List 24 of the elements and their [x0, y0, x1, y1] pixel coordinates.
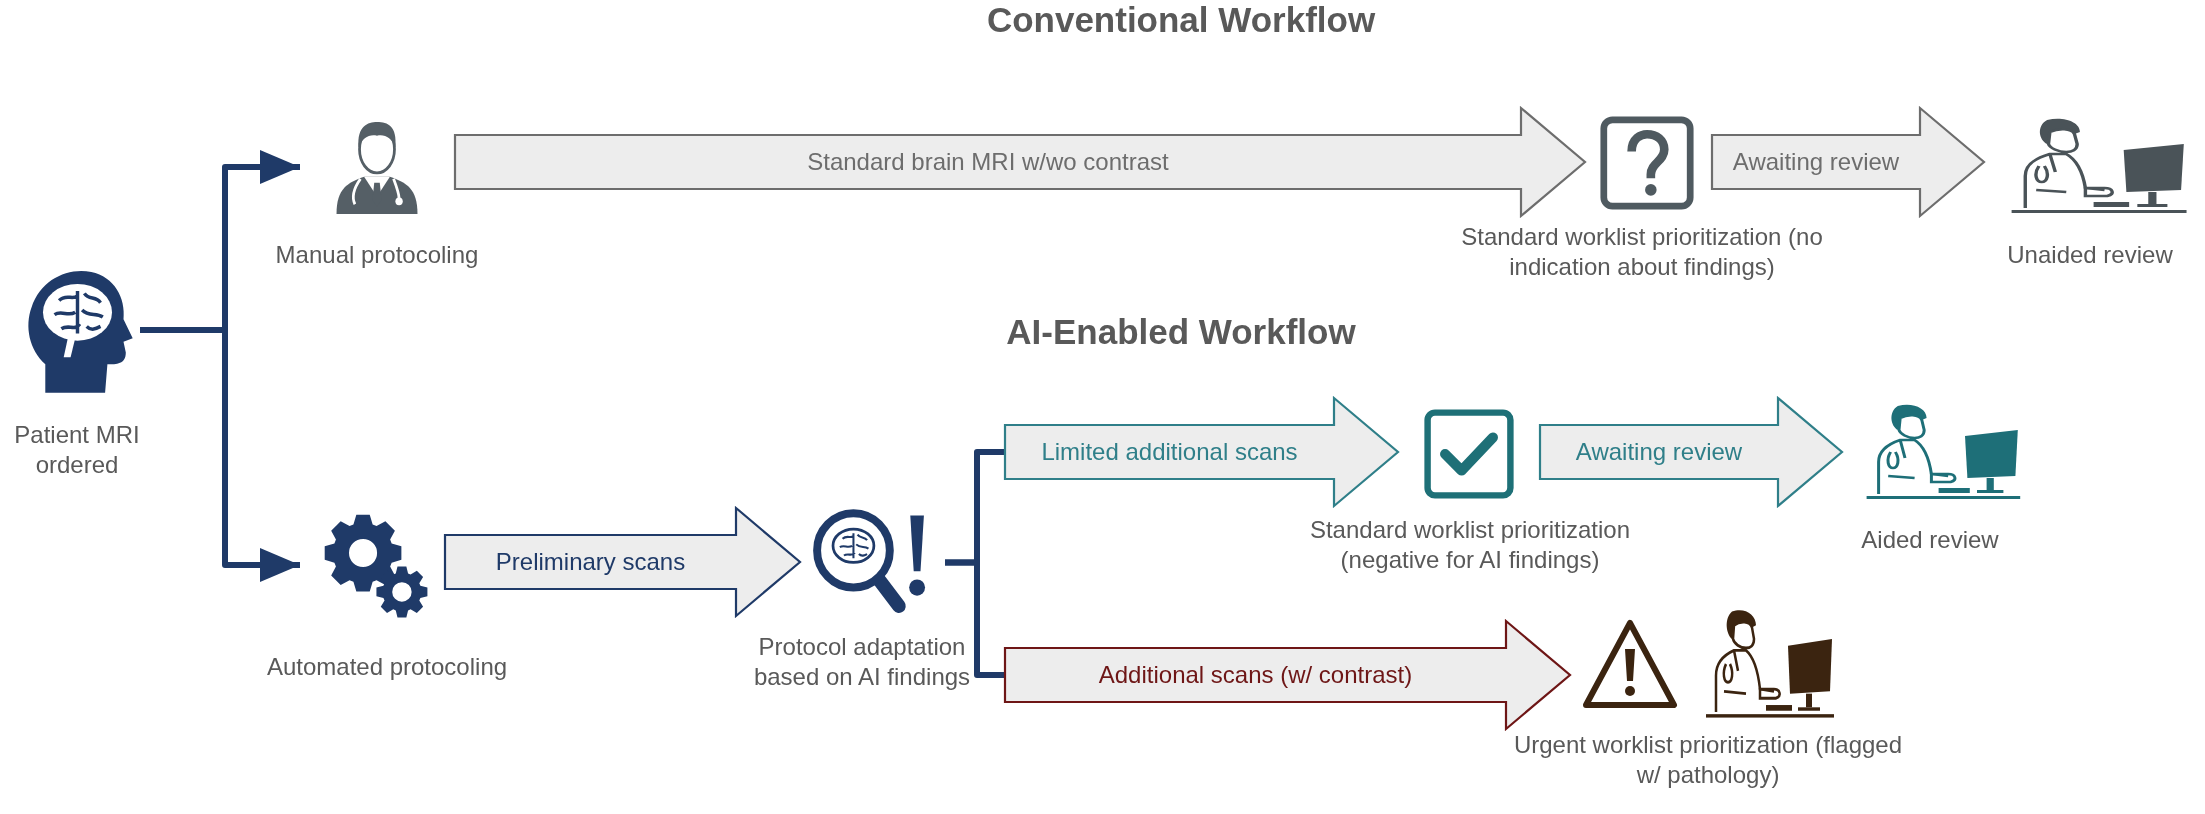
node-caption: Standard worklist prioritization (negative for AI findings)	[1308, 515, 1632, 575]
node-caption: Standard worklist prioritization (no indication about findings)	[1460, 222, 1824, 282]
node-caption: Aided review	[1861, 525, 1999, 555]
edge-label: Additional scans (w/ contrast)	[1098, 661, 1413, 689]
edge-label: Awaiting review	[1732, 148, 1900, 176]
node-caption: Manual protocoling	[275, 240, 479, 270]
section-heading: AI-Enabled Workflow	[1006, 312, 1356, 352]
section-heading: Conventional Workflow	[986, 0, 1376, 40]
edge-label: Awaiting review	[1575, 438, 1743, 466]
node-caption: Unaided review	[2007, 240, 2173, 270]
block-arrow	[443, 505, 802, 619]
edge-label: Standard brain MRI w/wo contrast	[807, 148, 1169, 176]
block-arrow	[1003, 618, 1572, 732]
node-caption: Urgent worklist prioritization (flagged w/ pathology)	[1512, 730, 1904, 790]
node-caption: Automated protocoling	[266, 652, 508, 682]
arrow	[140, 327, 300, 582]
block-arrow	[1538, 395, 1844, 509]
edge-label: Limited additional scans	[1041, 438, 1298, 466]
block-arrow	[453, 105, 1587, 219]
block-arrow	[1710, 105, 1986, 219]
edge-label: Preliminary scans	[495, 548, 686, 576]
block-arrow	[1003, 395, 1400, 509]
node-caption: Protocol adaptation based on AI findings	[752, 632, 972, 692]
node-caption: Patient MRI ordered	[13, 420, 141, 480]
